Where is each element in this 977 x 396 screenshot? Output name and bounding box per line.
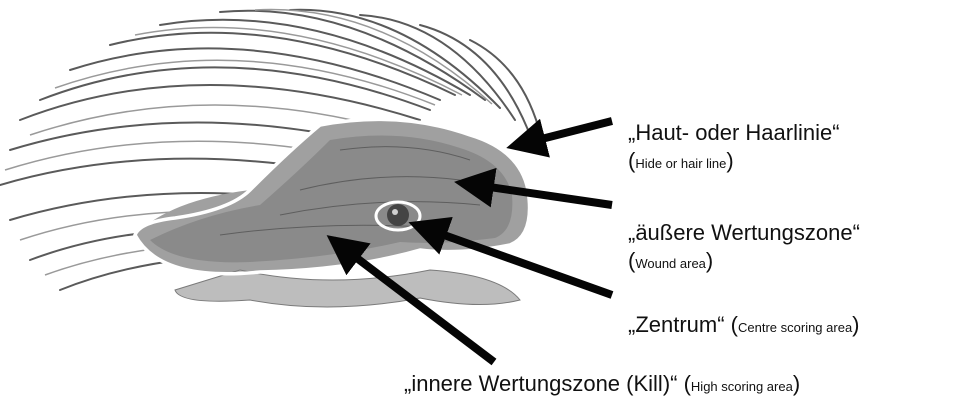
label-hair-line-english: (Hide or hair line) xyxy=(628,150,734,172)
label-wound-area-english: (Wound area) xyxy=(628,250,713,272)
eye xyxy=(387,204,409,226)
porcupine-head-illustration xyxy=(0,10,545,307)
label-centre: „Zentrum“ (Centre scoring area) xyxy=(628,314,860,336)
label-wound-area: „äußere Wertungszone“ xyxy=(628,222,860,244)
label-kill-zone: „innere Wertungszone (Kill)“ (High scori… xyxy=(404,373,800,395)
label-hair-line: „Haut- oder Haarlinie“ xyxy=(628,122,840,144)
